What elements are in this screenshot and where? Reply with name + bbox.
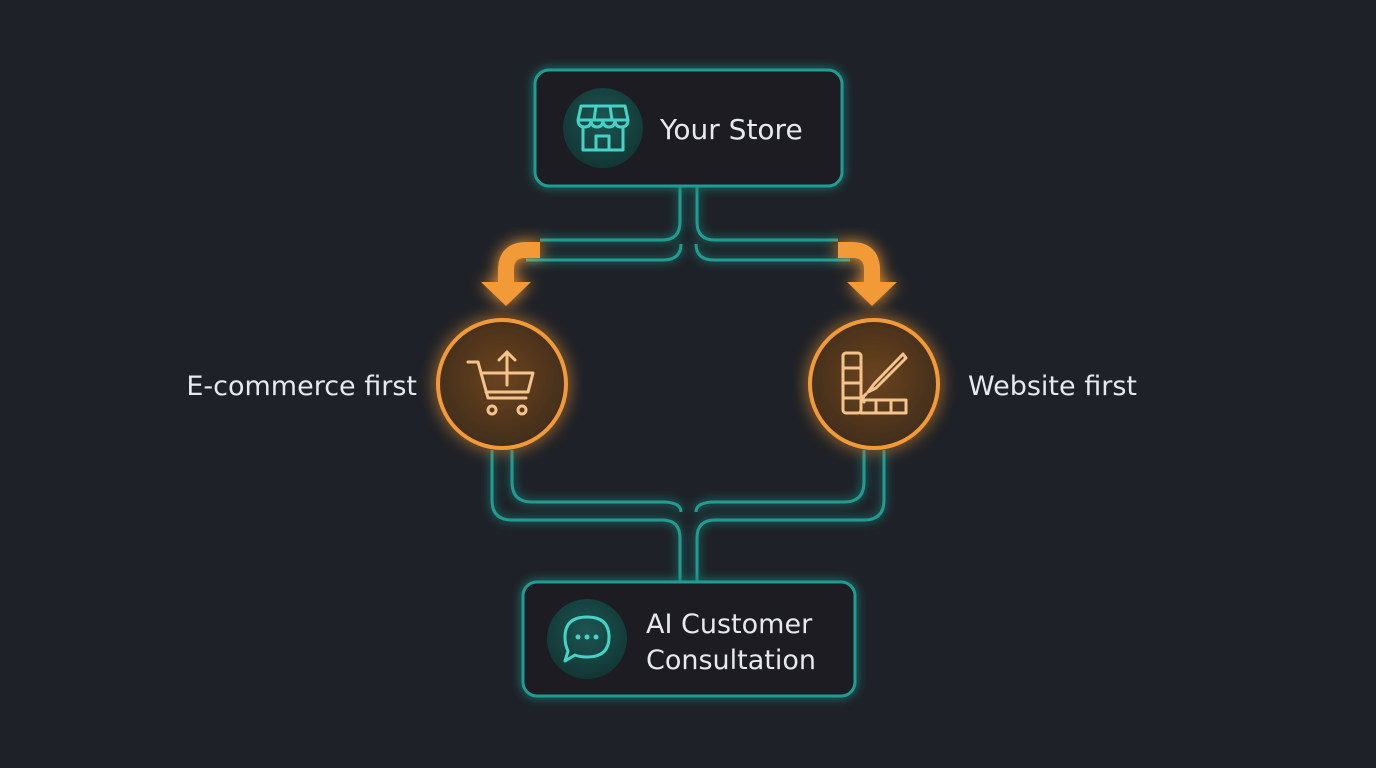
consultation-label-line1: AI Customer <box>646 609 813 640</box>
ecommerce-label: E-commerce first <box>186 371 417 402</box>
consultation-label-line2: Consultation <box>646 645 816 676</box>
connector-store-to-website-inner <box>694 243 850 262</box>
connector-store-to-website-outer <box>695 186 838 242</box>
node-ecommerce-first[interactable]: E-commerce first <box>186 318 568 450</box>
design-palette-icon <box>841 351 908 415</box>
arrow-to-ecommerce <box>481 242 540 306</box>
chat-bubble-icon <box>563 615 611 663</box>
arrow-to-website <box>838 242 897 306</box>
website-label: Website first <box>968 371 1137 402</box>
connector-website-to-consultation-outer <box>695 450 886 582</box>
storefront-icon <box>576 104 630 152</box>
shopping-cart-upload-icon <box>466 350 535 416</box>
connector-store-to-ecommerce-inner <box>526 243 683 262</box>
store-label: Your Store <box>659 113 803 146</box>
connector-store-to-ecommerce-outer <box>540 186 682 242</box>
connector-ecommerce-to-consultation-outer <box>490 450 682 582</box>
node-your-store[interactable]: Your Store <box>533 68 844 188</box>
node-website-first[interactable]: Website first <box>808 318 1137 450</box>
chat-dots <box>575 634 599 640</box>
node-ai-customer-consultation[interactable]: AI Customer Consultation <box>521 580 857 698</box>
connectors <box>490 186 886 582</box>
connector-website-to-consultation-inner <box>694 450 866 513</box>
connector-ecommerce-to-consultation-inner <box>510 450 683 513</box>
